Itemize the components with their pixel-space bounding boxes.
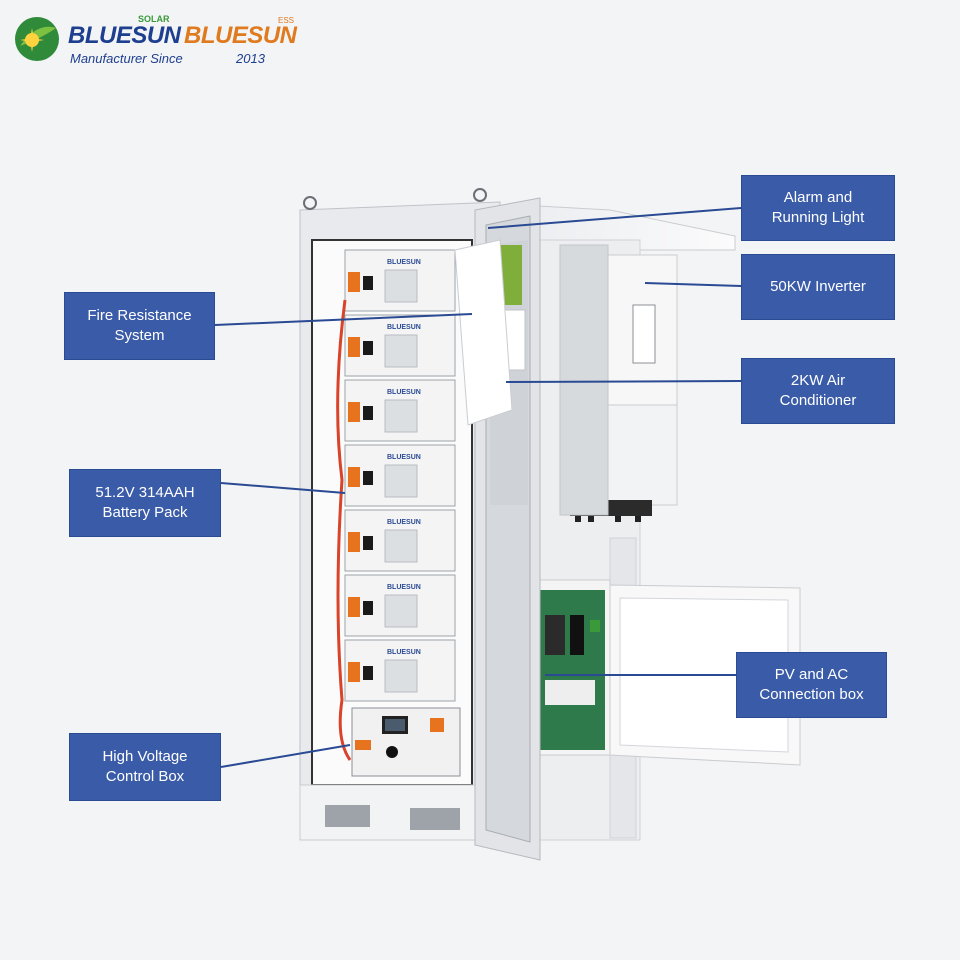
battery-module-label: BLUESUN [387, 259, 421, 266]
battery-module: BLUESUN [344, 249, 456, 312]
callout-fire-resistance: Fire Resistance System [64, 292, 215, 360]
brand-year: 2013 [236, 51, 265, 66]
sun-leaf-icon [15, 17, 59, 61]
battery-module: BLUESUN [344, 509, 456, 572]
brand-secondary: BLUESUN [184, 22, 297, 49]
callout-pv-ac-box: PV and AC Connection box [736, 652, 887, 718]
brand-secondary-sup: ESS [278, 16, 295, 25]
callout-inverter: 50KW Inverter [741, 254, 895, 320]
battery-module-label: BLUESUN [387, 324, 421, 331]
front-door [454, 197, 541, 861]
battery-module-label: BLUESUN [387, 584, 421, 591]
battery-module: BLUESUN [344, 574, 456, 637]
brand-primary: BLUESUN [68, 22, 181, 49]
leader-battery [220, 482, 346, 494]
brand-logo: BLUESUN SOLAR BLUESUN ESS Manufacturer S… [8, 10, 308, 70]
battery-module-label: BLUESUN [387, 649, 421, 656]
leader-inverter [644, 282, 742, 287]
battery-module: BLUESUN [344, 314, 456, 377]
brand-primary-sup: SOLAR [138, 14, 170, 24]
callout-alarm-light: Alarm and Running Light [741, 175, 895, 241]
battery-module-label: BLUESUN [387, 454, 421, 461]
leader-air [505, 380, 742, 383]
battery-module-label: BLUESUN [387, 519, 421, 526]
battery-module: BLUESUN [344, 379, 456, 442]
battery-module-label: BLUESUN [387, 389, 421, 396]
leader-fire [214, 313, 473, 326]
brand-tagline: Manufacturer Since [70, 51, 183, 66]
callout-hv-control-box: High Voltage Control Box [69, 733, 221, 801]
leader-alarm [487, 207, 742, 229]
hv-control-box [351, 707, 461, 777]
battery-module: BLUESUN [344, 444, 456, 507]
leader-hv [220, 744, 351, 768]
battery-module: BLUESUN [344, 639, 456, 702]
battery-stack: BLUESUN BLUESUN BLUESUN BLUESUN BLUESUN BLUES… [344, 249, 456, 702]
red-cable [336, 299, 352, 761]
inverter [559, 244, 678, 522]
callout-air-conditioner: 2KW Air Conditioner [741, 358, 895, 424]
callout-battery-pack: 51.2V 314AAH Battery Pack [69, 469, 221, 537]
leader-lines [214, 207, 742, 768]
